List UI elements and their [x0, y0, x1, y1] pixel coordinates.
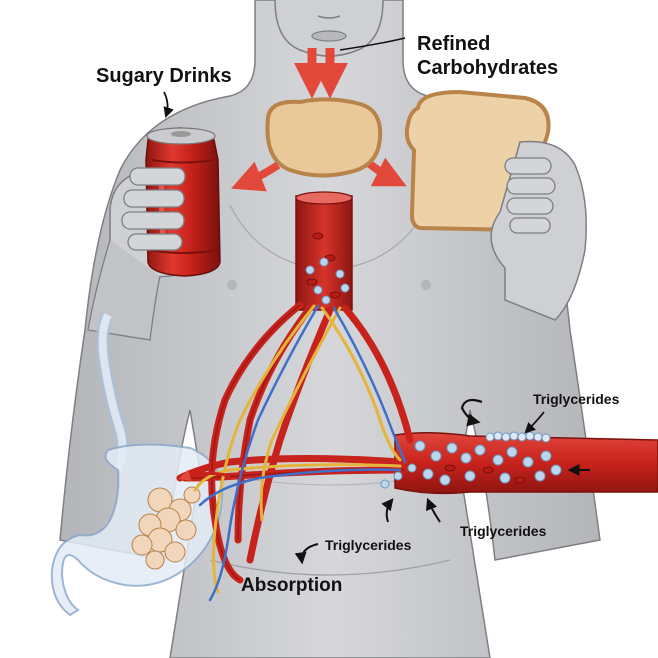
- label-absorption: Absorption: [241, 575, 343, 596]
- bread-slice-icon: [265, 97, 383, 178]
- right-hand: [490, 140, 587, 321]
- label-refined-line2: Carbohydrates: [417, 57, 559, 79]
- blood-vessel-icon: [176, 191, 658, 602]
- label-refined-line1: Refined: [417, 33, 491, 55]
- left-hand-fingers: [121, 167, 186, 251]
- label-triglycerides-right: Triglycerides: [533, 391, 620, 407]
- arrow-icons: [163, 37, 590, 565]
- label-triglycerides-low: Triglycerides: [325, 537, 412, 553]
- stomach-icon: [50, 311, 224, 617]
- label-sugary-drinks: Sugary Drinks: [96, 65, 232, 87]
- label-triglycerides-mid: Triglycerides: [460, 523, 547, 539]
